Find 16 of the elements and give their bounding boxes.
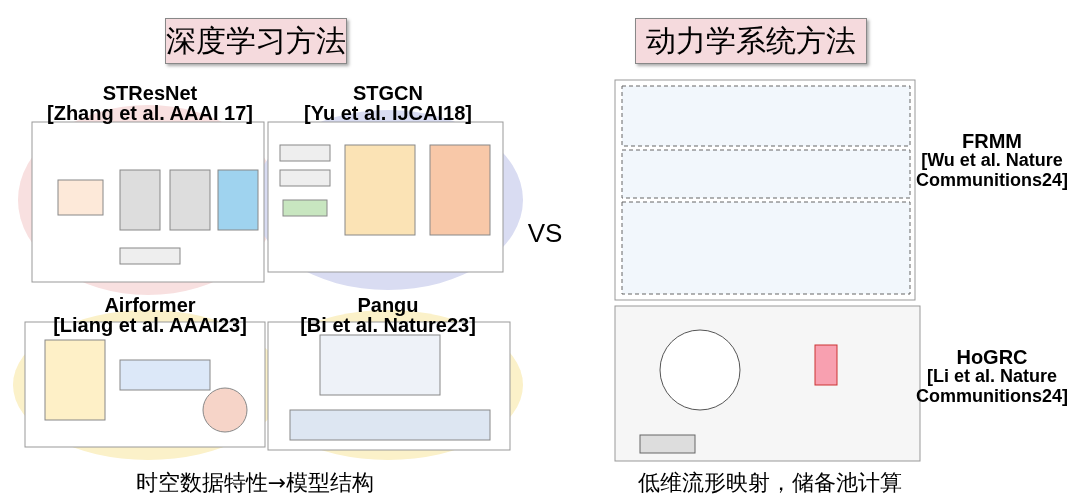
model-name: FRMM bbox=[962, 130, 1022, 152]
citation: [Liang et al. AAAI23] bbox=[53, 314, 247, 336]
model-name: HoGRC bbox=[956, 346, 1028, 368]
model-name: Pangu bbox=[357, 294, 419, 316]
heading-box: 深度学习方法 bbox=[165, 18, 347, 64]
citation: [Li et al. Nature Communitions24] bbox=[915, 366, 1069, 406]
model-name: Airformer bbox=[104, 294, 196, 316]
model-name: STResNet bbox=[102, 82, 198, 104]
heading-box: 动力学系统方法 bbox=[635, 18, 867, 64]
citation: [Yu et al. IJCAI18] bbox=[304, 102, 472, 124]
citation: [Zhang et al. AAAI 17] bbox=[47, 102, 253, 124]
caption: 时空数据特性→模型结构 bbox=[135, 469, 375, 496]
model-name: STGCN bbox=[353, 82, 423, 104]
citation: [Wu et al. Nature Communitions24] bbox=[915, 150, 1069, 190]
versus-text: VS bbox=[527, 222, 563, 244]
caption: 低维流形映射，储备池计算 bbox=[638, 469, 902, 496]
